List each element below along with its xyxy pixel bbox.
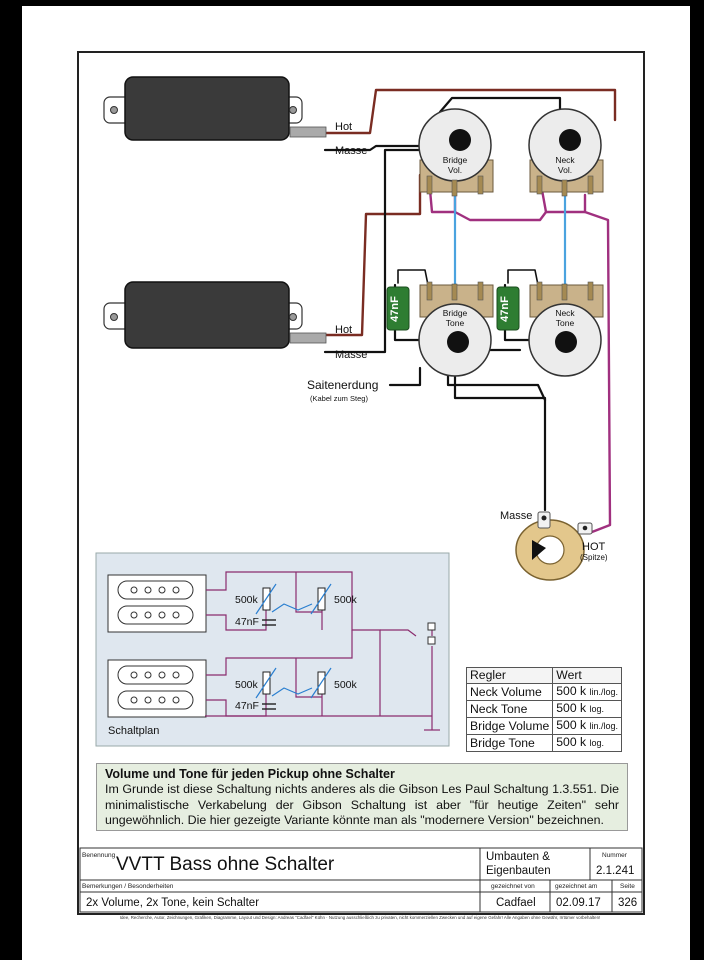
drawn-by: Cadfael [496,897,536,909]
pickup-bridge [103,281,327,349]
capacitor-neck: 47nF [496,286,520,331]
magenta-jack-hot [583,210,612,534]
string-ground-sub: (Kabel zum Steg) [310,394,368,403]
ground-bus-top [438,96,562,117]
capacitor-bridge: 47nF [386,286,410,331]
pot-bridge-vol: Bridge Vol. [418,108,494,197]
table-row: Bridge Volume 500 k lin./log. [465,717,623,735]
magenta-link [453,210,548,222]
cap-lead-neck [507,269,539,286]
svg-text:Eigenbauten: Eigenbauten [486,865,551,877]
svg-text:500k: 500k [235,679,259,691]
drawing-frame [77,51,645,915]
neck-masse-label: Masse [335,145,367,157]
hot-wire-bridge [323,173,422,337]
svg-text:47nF: 47nF [235,700,259,712]
ground-wire-neck [323,144,422,152]
string-ground-wire [388,366,422,387]
schematic-panel: 500k 500k 47nF 500k 500k 47nF Schaltplan [95,552,450,747]
jack-hot-label: HOT [582,541,606,553]
svg-text:500k: 500k [235,594,259,606]
ground-wire-bridge [323,148,434,354]
table-row: Neck Volume 500 k lin./log. [465,683,623,701]
note-body: Im Grunde ist diese Schaltung nichts and… [105,782,619,827]
table-row: Neck Tone 500 k log. [465,700,623,718]
svg-text:47nF: 47nF [235,616,259,628]
jack-masse-label: Masse [500,510,532,522]
pot-neck-tone: Neck Tone [528,281,604,377]
drawing-number: 2.1.241 [596,865,634,877]
svg-text:gezeichnet am: gezeichnet am [555,883,597,890]
svg-text:Nummer: Nummer [602,852,628,859]
bridge-masse-label: Masse [335,349,367,361]
svg-text:Bridge: Bridge [443,308,468,318]
pickup-neck [103,76,327,141]
cap-lead-bridge [397,269,429,286]
note-title: Volume und Tone für jeden Pickup ohne Sc… [105,767,395,781]
neck-hot-label: Hot [335,121,352,133]
schematic-caption: Schaltplan [108,725,159,737]
bridge-hot-label: Hot [335,324,352,336]
values-table: Regler Wert Neck Volume 500 k lin./log. … [465,667,623,752]
svg-text:Tone: Tone [446,318,465,328]
remarks: 2x Volume, 2x Tone, kein Schalter [86,897,259,909]
footer-credits: Idee, Recherche, Autor, Zeichnungen, Gra… [120,915,601,920]
svg-text:Neck: Neck [555,308,575,318]
svg-text:Vol.: Vol. [558,165,572,175]
table-row: Bridge Tone 500 k log. [465,734,623,752]
svg-text:Umbauten &: Umbauten & [486,851,550,863]
svg-text:gezeichnet von: gezeichnet von [491,883,535,890]
svg-text:Tone: Tone [556,318,575,328]
pot-bridge-tone: Bridge Tone [418,281,494,377]
title-block [79,847,643,913]
table-header-wert: Wert [552,667,623,684]
svg-text:47nF: 47nF [389,296,401,322]
output-jack [515,511,593,581]
description-note: Volume und Tone für jeden Pickup ohne Sc… [96,763,628,831]
pot-neck-vol: Neck Vol. [528,108,604,197]
svg-text:Benennung: Benennung [82,852,116,859]
table-header-regler: Regler [465,667,554,684]
svg-text:Seite: Seite [620,883,635,890]
drawn-on: 02.09.17 [556,897,601,909]
svg-text:Vol.: Vol. [448,165,462,175]
svg-text:47nF: 47nF [499,296,511,322]
svg-text:Bemerkungen / Besonderheiten: Bemerkungen / Besonderheiten [82,883,174,890]
svg-text:Neck: Neck [555,155,575,165]
svg-text:Bridge: Bridge [443,155,468,165]
svg-text:500k: 500k [334,679,358,691]
page-number: 326 [618,897,637,909]
svg-text:500k: 500k [334,594,358,606]
jack-hot-sub: (Spitze) [580,553,608,562]
hot-wire-neck [323,88,617,135]
string-ground-label: Saitenerdung [307,378,378,392]
drawing-title: VVTT Bass ohne Schalter [116,854,335,875]
